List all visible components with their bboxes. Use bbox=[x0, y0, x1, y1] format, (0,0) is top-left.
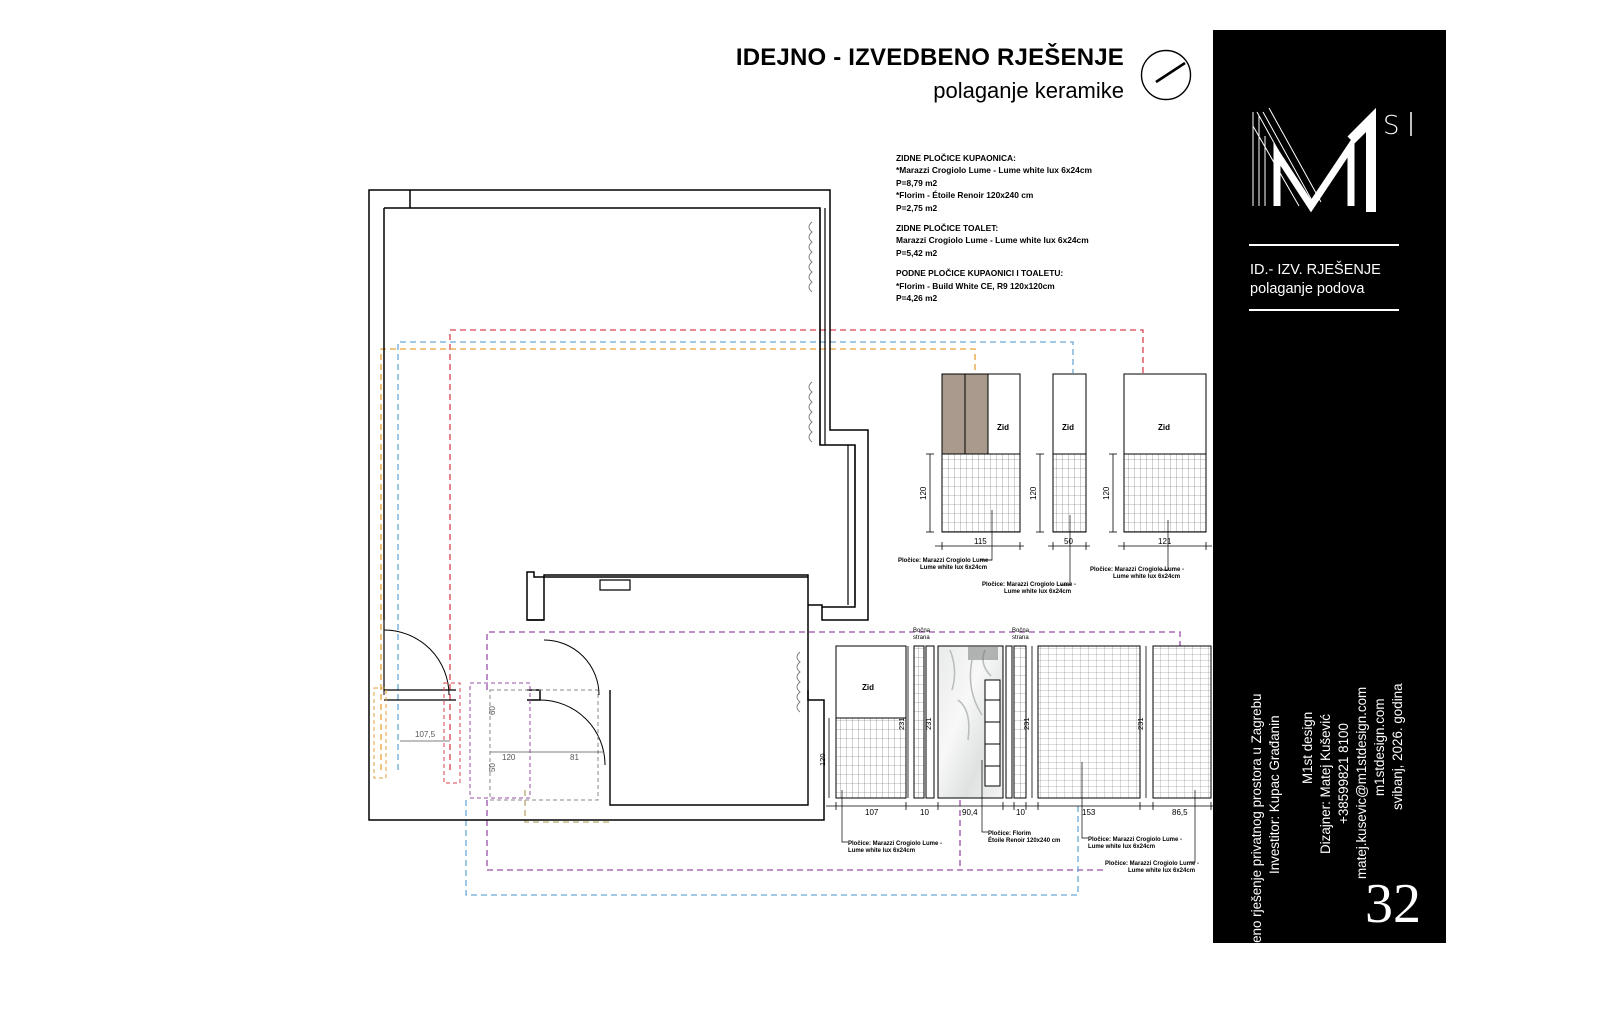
side-label: strana bbox=[1012, 635, 1029, 641]
floor-plan-drawing: 107,5 120 81 60 50 Zid Zid Zid 120 120 1… bbox=[368, 189, 1214, 896]
note-line: P=4,26 m2 bbox=[896, 293, 938, 304]
blue-dashed-bottom bbox=[465, 800, 1079, 896]
dim-label: 231 bbox=[1022, 717, 1031, 730]
lume-tile-area bbox=[941, 453, 1021, 533]
side-label: Bočna bbox=[913, 628, 931, 634]
dim-label: 50 bbox=[1064, 537, 1073, 546]
svg-text:S: S bbox=[1383, 111, 1400, 141]
lume-tile-area bbox=[1152, 645, 1212, 799]
dim-label: 121 bbox=[1158, 537, 1172, 546]
orange-dashed-link bbox=[380, 348, 976, 770]
dim-label: 231 bbox=[1136, 717, 1145, 730]
note-heading: ZIDNE PLOČICE KUPAONICA: bbox=[896, 153, 1016, 163]
page-number: 32 bbox=[1365, 873, 1421, 935]
phone-text: +38599821 8100 bbox=[1336, 723, 1351, 824]
note-heading: ZIDNE PLOČICE TOALET: bbox=[896, 223, 999, 234]
plan-dim-label: 120 bbox=[502, 753, 516, 762]
callout-text: Pločice: Marazzi Crogiolo Lume - bbox=[1090, 567, 1184, 573]
dim-label: 231 bbox=[897, 717, 906, 730]
m1st-logo-icon: ST S bbox=[1252, 107, 1412, 213]
designer-text: Dizajner: Matej Kušević bbox=[1318, 714, 1333, 854]
dim-label: 10 bbox=[1016, 808, 1025, 817]
note-line: P=8,79 m2 bbox=[896, 177, 938, 188]
purple-dashed-link bbox=[486, 631, 1181, 690]
callout-text: Lume white lux 6x24cm bbox=[920, 565, 987, 571]
callout-text: Pločice: Marazzi Crogiolo Lume - bbox=[1088, 837, 1182, 843]
divider bbox=[1249, 309, 1399, 311]
callout-text: Lume white lux 6x24cm bbox=[848, 848, 915, 854]
purple-dashed-link-2 bbox=[486, 800, 1105, 871]
wall-label: Zid bbox=[1158, 423, 1170, 432]
callout-text: Lume white lux 6x24cm bbox=[1088, 844, 1155, 850]
wall-label: Zid bbox=[997, 423, 1009, 432]
project-info: Idejno - izvedbeno rješenje privatnog pr… bbox=[1247, 330, 1417, 1030]
note-line: P=5,42 m2 bbox=[896, 247, 938, 258]
note-line: P=2,75 m2 bbox=[896, 202, 938, 213]
red-dashed-link bbox=[449, 329, 1144, 770]
lume-tile-area bbox=[1052, 453, 1087, 533]
callout-text: Lume white lux 6x24cm bbox=[1004, 589, 1071, 595]
dim-label: 10 bbox=[920, 808, 929, 817]
dim-label: 120 bbox=[1029, 486, 1038, 500]
page-title: IDEJNO - IZVEDBENO RJEŠENJE bbox=[735, 44, 1124, 71]
callout-text: Pločice: Marazzi Crogiolo Lume - bbox=[898, 558, 992, 564]
dim-label: 231 bbox=[924, 717, 933, 730]
callout-text: Pločice: Marazzi Crogiolo Lume - bbox=[1105, 861, 1199, 867]
north-arrow-icon bbox=[1140, 49, 1192, 101]
title-block-sidebar: ST S ID.- IZV. RJEŠENJE polaganje podova… bbox=[1213, 30, 1446, 1030]
plan-dim-label: 60 bbox=[488, 706, 497, 715]
tile-notes: ZIDNE PLOČICE KUPAONICA: *Marazzi Crogio… bbox=[896, 152, 1216, 312]
plan-dim-label: 81 bbox=[570, 753, 579, 762]
side-label: Bočna bbox=[1012, 628, 1030, 634]
website-text: m1stdesign.com bbox=[1372, 698, 1387, 797]
note-line: Marazzi Crogiolo Lume - Lume white lux 6… bbox=[896, 235, 1089, 246]
project-text: Idejno - izvedbeno rješenje privatnog pr… bbox=[1249, 693, 1264, 1030]
note-line: *Marazzi Crogiolo Lume - Lume white lux … bbox=[896, 165, 1092, 176]
dim-label: 115 bbox=[974, 537, 987, 546]
investor-text: Investitor: Kupac Građanin bbox=[1267, 715, 1282, 874]
dim-label: 120 bbox=[818, 753, 827, 766]
inner-wall bbox=[383, 190, 856, 620]
lume-tile-area bbox=[1037, 645, 1141, 799]
lume-tile-area bbox=[1123, 453, 1207, 533]
wall-label: Zid bbox=[862, 683, 874, 692]
plan-dim-label: 50 bbox=[488, 763, 497, 772]
blue-dashed-link bbox=[397, 341, 1074, 770]
dim-label: 107 bbox=[865, 808, 879, 817]
page-subtitle: polaganje keramike bbox=[933, 78, 1124, 103]
email-text: matej.kusevic@m1stdesign.com bbox=[1354, 686, 1369, 879]
callout-text: Étoile Renoir 120x240 cm bbox=[988, 836, 1060, 844]
plan-dim-label: 107,5 bbox=[415, 730, 436, 739]
dim-label: 153 bbox=[1082, 808, 1096, 817]
divider bbox=[1249, 244, 1399, 246]
note-heading: PODNE PLOČICE KUPAONICI I TOALETU: bbox=[896, 268, 1064, 279]
callout-text: Lume white lux 6x24cm bbox=[1113, 574, 1180, 580]
callout-text: Pločice: Marazzi Crogiolo Lume - bbox=[848, 841, 942, 847]
lume-tile-area bbox=[835, 717, 907, 799]
note-line: *Florim - Build White CE, R9 120x120cm bbox=[896, 280, 1055, 291]
wall-label: Zid bbox=[1062, 423, 1074, 432]
section-subtitle: polaganje podova bbox=[1250, 281, 1365, 297]
callout-text: Lume white lux 6x24cm bbox=[1128, 868, 1195, 874]
dim-label: 90,4 bbox=[962, 808, 978, 817]
dim-label: 120 bbox=[919, 486, 928, 500]
section-title: ID.- IZV. RJEŠENJE bbox=[1250, 262, 1381, 278]
dim-label: 86,5 bbox=[1172, 808, 1188, 817]
studio-text: M1st design bbox=[1300, 711, 1315, 784]
side-label: strana bbox=[913, 635, 930, 641]
date-text: svibanj, 2026. godina bbox=[1390, 683, 1405, 810]
callout-text: Pločice: Marazzi Crogiolo Lume - bbox=[982, 582, 1076, 588]
dim-label: 120 bbox=[1102, 486, 1111, 500]
callout-text: Pločice: Florim bbox=[988, 831, 1031, 837]
note-line: *Florim - Étoile Renoir 120x240 cm bbox=[896, 190, 1034, 201]
olive-dashed-link bbox=[524, 790, 610, 823]
outer-wall bbox=[368, 189, 869, 821]
